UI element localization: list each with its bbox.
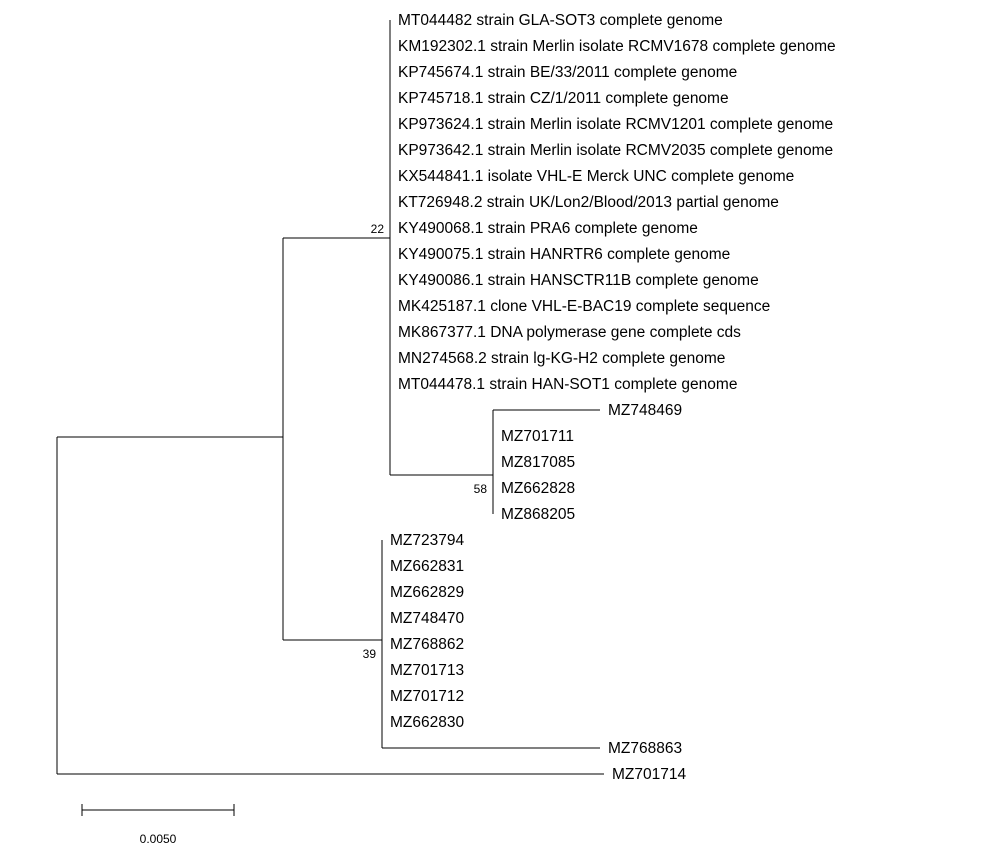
bootstrap-value: 39 (363, 647, 377, 661)
taxon-label: MZ748469 (608, 402, 682, 419)
taxon-label: KP973624.1 strain Merlin isolate RCMV120… (398, 116, 833, 133)
taxon-label: MZ768863 (608, 740, 682, 757)
bootstrap-value: 22 (371, 222, 385, 236)
taxon-label: MZ701713 (390, 662, 464, 679)
taxon-label: KP745674.1 strain BE/33/2011 complete ge… (398, 64, 737, 81)
bootstrap-value: 58 (474, 482, 488, 496)
taxon-label: MZ701712 (390, 688, 464, 705)
taxon-label: KP973642.1 strain Merlin isolate RCMV203… (398, 142, 833, 159)
scale-bar: 0.0050 (81, 804, 235, 846)
taxon-label-outgroup: MZ701714 (612, 766, 686, 783)
scale-bar-label: 0.0050 (140, 832, 177, 846)
taxon-label: MZ868205 (501, 506, 575, 523)
taxon-label: MZ723794 (390, 532, 464, 549)
taxon-label: MZ662830 (390, 714, 464, 731)
taxon-label: MZ817085 (501, 454, 575, 471)
taxon-label: KY490086.1 strain HANSCTR11B complete ge… (398, 272, 759, 289)
tree-branches (56, 20, 604, 775)
taxon-label: KY490075.1 strain HANRTR6 complete genom… (398, 246, 730, 263)
taxon-label: MN274568.2 strain lg-KG-H2 complete geno… (398, 350, 725, 367)
taxon-label: KT726948.2 strain UK/Lon2/Blood/2013 par… (398, 194, 779, 211)
taxon-label: MZ662831 (390, 558, 464, 575)
taxon-label: KP745718.1 strain CZ/1/2011 complete gen… (398, 90, 729, 107)
taxon-label: MT044482 strain GLA-SOT3 complete genome (398, 12, 723, 29)
taxon-label: MK867377.1 DNA polymerase gene complete … (398, 324, 741, 341)
taxon-label: MK425187.1 clone VHL-E-BAC19 complete se… (398, 298, 770, 315)
taxon-label: MZ768862 (390, 636, 464, 653)
taxon-label: MZ701711 (501, 428, 574, 445)
tree-labels: MT044482 strain GLA-SOT3 complete genome… (363, 12, 836, 783)
taxon-label: KX544841.1 isolate VHL-E Merck UNC compl… (398, 168, 794, 185)
taxon-label: KY490068.1 strain PRA6 complete genome (398, 220, 698, 237)
taxon-label: MZ662829 (390, 584, 464, 601)
taxon-label: MT044478.1 strain HAN-SOT1 complete geno… (398, 376, 737, 393)
taxon-label: MZ662828 (501, 480, 575, 497)
taxon-label: KM192302.1 strain Merlin isolate RCMV167… (398, 38, 836, 55)
taxon-label: MZ748470 (390, 610, 464, 627)
